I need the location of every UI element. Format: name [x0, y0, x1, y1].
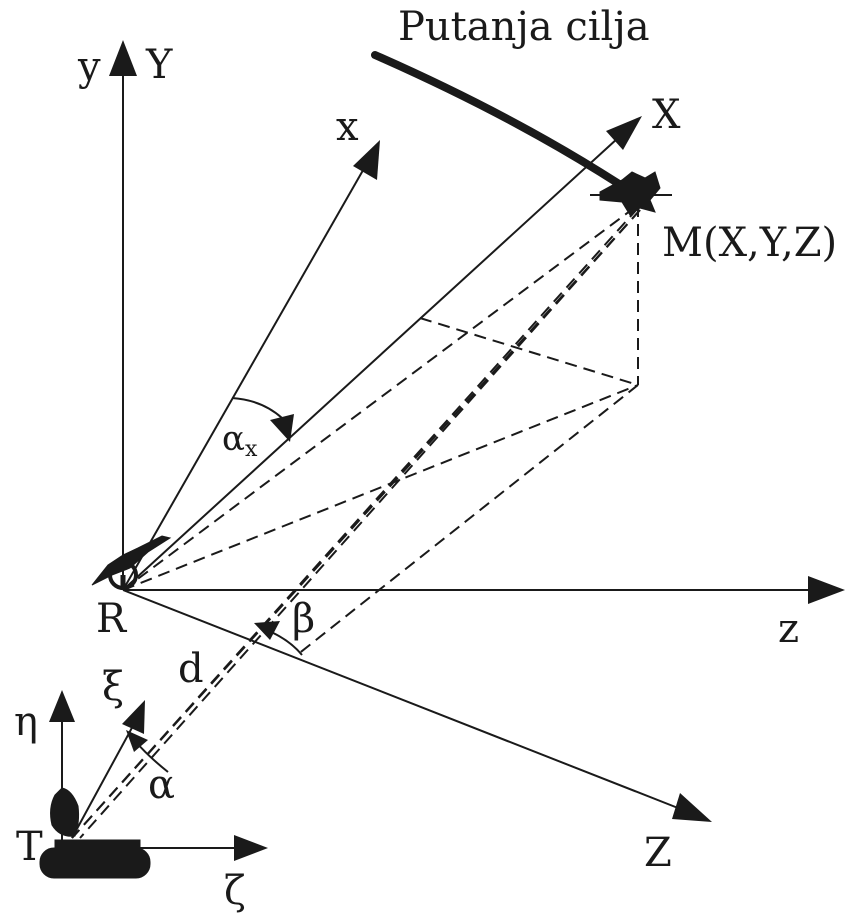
- target-label: M(X,Y,Z): [662, 220, 837, 266]
- beta-arc: [254, 621, 303, 656]
- z-lower-label: z: [778, 606, 799, 652]
- tank-launcher-icon: [39, 787, 151, 879]
- alpha-x-label: αx: [222, 419, 258, 462]
- Y-upper-label: Y: [145, 42, 173, 88]
- xi-label: ξ: [102, 664, 124, 710]
- x-axis: [122, 140, 380, 591]
- z-axis: [123, 576, 845, 604]
- y-axis: [109, 40, 137, 590]
- xi-axis: [71, 700, 145, 839]
- launcher-label: T: [16, 824, 43, 870]
- y-lower-label: y: [77, 44, 101, 90]
- projection-lines: [71, 204, 641, 839]
- trajectory-label: Putanja cilja: [398, 4, 650, 50]
- alpha-x-symbol: α: [222, 419, 245, 459]
- alpha-arc: [126, 730, 169, 773]
- X-axis: [122, 116, 642, 591]
- alpha-x-subscript: x: [245, 437, 258, 462]
- radar-antenna-icon: [91, 535, 172, 590]
- alpha-label: α: [148, 762, 175, 808]
- x-lower-label: x: [336, 104, 359, 150]
- X-upper-label: X: [652, 92, 681, 138]
- target-trajectory: [371, 51, 639, 198]
- alpha-x-arc: [231, 397, 294, 442]
- radar-label: R: [96, 596, 128, 642]
- d-label: d: [178, 646, 204, 692]
- zeta-label: ζ: [224, 868, 246, 914]
- Z-axis: [122, 589, 712, 822]
- Z-upper-label: Z: [644, 830, 672, 876]
- eta-label: η: [14, 699, 38, 745]
- aircraft-icon: [590, 171, 672, 216]
- beta-label: β: [292, 596, 315, 642]
